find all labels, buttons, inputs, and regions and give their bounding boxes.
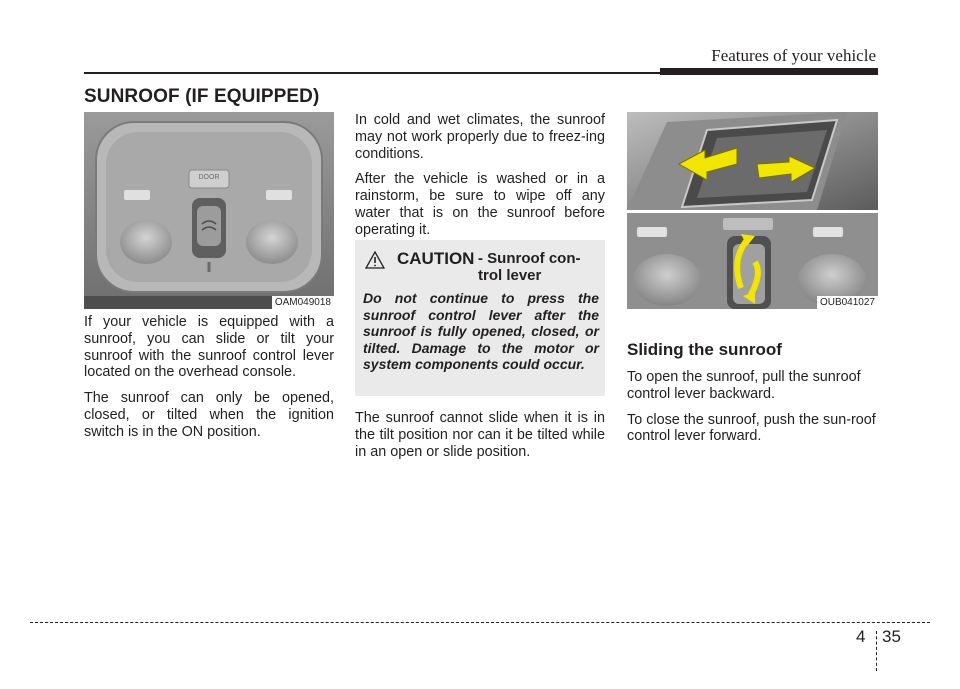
header-bar	[660, 68, 878, 75]
footer-divider	[876, 631, 877, 671]
wipe-water-paragraph: After the vehicle is washed or in a rain…	[355, 171, 605, 238]
door-button-label: DOOR	[198, 174, 220, 181]
open-instruction: To open the sunroof, pull the sunroof co…	[627, 369, 861, 402]
section-title: SUNROOF (IF EQUIPPED)	[84, 86, 320, 107]
tilt-slide-paragraph: The sunroof cannot slide when it is in t…	[355, 410, 605, 460]
footer-rule	[30, 622, 930, 623]
close-instruction: To close the sunroof, push the sun-roof …	[627, 411, 876, 445]
sliding-heading: Sliding the sunroof	[627, 340, 782, 359]
caution-subtitle: - Sunroof con- trol lever	[478, 250, 581, 284]
sunroof-slide-figure: OUB041027	[627, 112, 878, 309]
caution-text: Do not continue to press the sunroof con…	[363, 290, 599, 372]
caution-word: CAUTION	[397, 249, 475, 268]
column-2-bottom: The sunroof cannot slide when it is in t…	[355, 410, 605, 469]
figure-label: OUB041027	[816, 296, 878, 309]
cold-climate-paragraph: In cold and wet climates, the sunroof ma…	[355, 112, 605, 162]
page-number: 35	[882, 627, 901, 646]
column-2: In cold and wet climates, the sunroof ma…	[355, 112, 605, 248]
ignition-paragraph: The sunroof can only be opened, closed, …	[84, 390, 334, 440]
tilt-arrow-icon	[734, 234, 761, 304]
column-1: If your vehicle is equipped with a sunro…	[84, 314, 334, 450]
header-rule	[84, 72, 660, 74]
overhead-console-illustration	[84, 112, 334, 309]
caution-box: CAUTION - Sunroof con- trol lever Do not…	[355, 240, 605, 396]
sunroof-slide-illustration	[627, 112, 878, 309]
chapter-number: 4	[856, 627, 866, 646]
overhead-console-figure: DOOR OAM049018	[84, 112, 334, 309]
warning-triangle-icon	[365, 251, 385, 269]
column-3: Sliding the sunroof To open the sunroof,…	[627, 340, 878, 454]
figure-label: OAM049018	[271, 296, 334, 309]
slide-arrow-left-icon	[677, 147, 738, 181]
header-title: Features of your vehicle	[711, 46, 876, 65]
slide-arrow-right-icon	[756, 155, 817, 183]
intro-paragraph: If your vehicle is equipped with a sunro…	[84, 314, 334, 381]
